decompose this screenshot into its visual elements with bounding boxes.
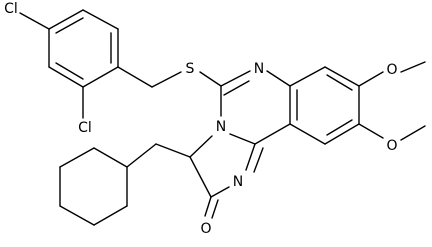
bond xyxy=(289,66,326,87)
bond xyxy=(400,61,426,73)
atom-labels: Cl Cl S N N N O O O xyxy=(4,1,397,237)
bond xyxy=(324,66,360,87)
bond xyxy=(358,123,384,139)
bond xyxy=(326,74,353,91)
bond xyxy=(93,147,128,168)
bond xyxy=(19,12,50,30)
cyclohexylmethyl-group xyxy=(59,143,191,226)
bond xyxy=(223,80,250,96)
chlorine-atom-label: Cl xyxy=(78,120,92,136)
oxygen-atom-label: O xyxy=(386,138,397,154)
bond xyxy=(220,70,251,87)
bond xyxy=(324,123,360,145)
bond xyxy=(253,147,264,173)
bond xyxy=(211,199,219,219)
bond xyxy=(155,143,191,158)
dichlorophenyl-ring xyxy=(19,9,119,119)
sulfur-atom-label: S xyxy=(186,61,195,77)
bond xyxy=(48,66,84,88)
bond xyxy=(82,9,119,30)
bond xyxy=(204,196,212,217)
bond xyxy=(254,123,291,145)
bond xyxy=(326,119,353,136)
bond xyxy=(93,205,128,226)
bond xyxy=(82,66,119,88)
bond xyxy=(189,156,212,198)
bond xyxy=(266,70,291,87)
bond xyxy=(245,143,256,171)
bond xyxy=(126,143,157,168)
bond xyxy=(48,9,84,30)
bond xyxy=(199,71,222,87)
bond xyxy=(55,17,84,34)
bond xyxy=(400,125,426,141)
oxygen-atom-label: O xyxy=(200,221,211,237)
bond xyxy=(59,205,95,226)
nitrogen-atom-label: N xyxy=(254,61,264,77)
bond xyxy=(59,147,95,168)
bond xyxy=(151,71,182,88)
bond xyxy=(189,135,213,158)
fused-ring-core xyxy=(189,70,291,219)
bond xyxy=(289,123,326,145)
nitrogen-atom-label: N xyxy=(233,174,243,190)
bond xyxy=(117,66,153,88)
chlorine-atom-label: Cl xyxy=(4,1,18,17)
bond xyxy=(229,133,256,145)
bond xyxy=(358,71,384,87)
dimethoxybenzo-ring xyxy=(289,61,426,145)
oxygen-atom-label: O xyxy=(386,62,397,78)
bond xyxy=(210,186,230,198)
bond xyxy=(55,62,84,80)
nitrogen-atom-label: N xyxy=(216,119,226,135)
thioether-linker xyxy=(117,66,222,88)
